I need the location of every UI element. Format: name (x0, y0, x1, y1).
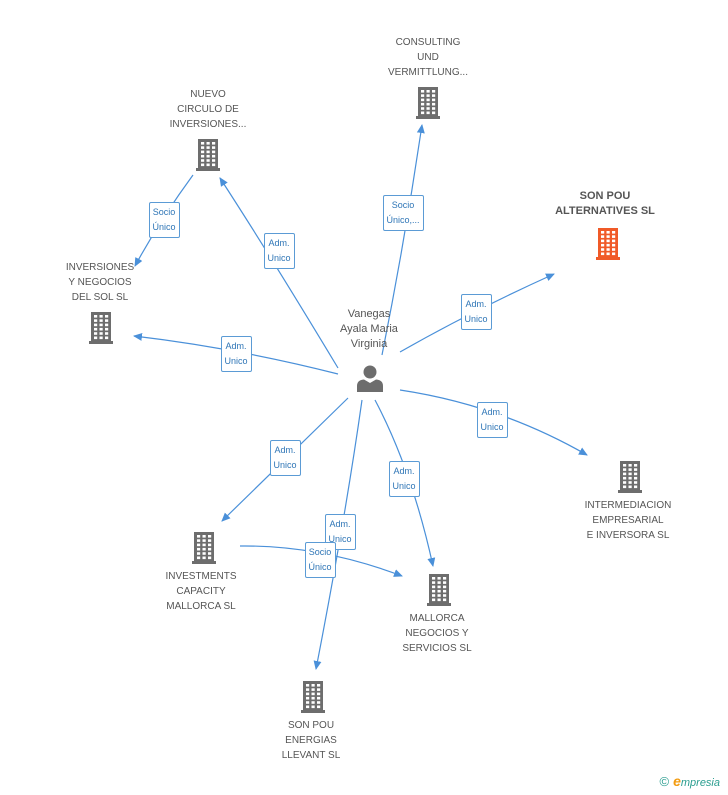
company-label-line: DEL SOL SL (71, 292, 129, 303)
edge-label-line: Adm. (274, 445, 296, 455)
edge-label-center-to-investments[interactable]: Adm. Unico (269, 440, 301, 476)
company-node-inversiones[interactable] (89, 312, 113, 349)
company-node-nuevo[interactable] (196, 139, 220, 176)
building-icon (596, 228, 620, 260)
company-label-line: SERVICIOS SL (402, 643, 472, 654)
person-name-line: Virginia (350, 338, 388, 350)
building-icon (89, 312, 113, 344)
person-name-line: Vanegas (347, 308, 391, 320)
company-label-line: E INVERSORA SL (586, 530, 670, 541)
company-label-nuevo[interactable]: NUEVO CIRCULO DE INVERSIONES... (143, 87, 273, 132)
company-label-line: CONSULTING (395, 37, 461, 48)
company-label-sonpou_alt[interactable]: SON POU ALTERNATIVES SL (540, 189, 670, 219)
edge-label-line: Unico (464, 314, 488, 324)
company-label-line: NEGOCIOS Y (405, 628, 469, 639)
company-label-inversiones[interactable]: INVERSIONES Y NEGOCIOS DEL SOL SL (35, 260, 165, 305)
edge-label-line: Adm. (329, 519, 351, 529)
company-label-sonpou_ene[interactable]: SON POU ENERGIAS LLEVANT SL (246, 718, 376, 763)
edge-label-center-to-inversiones[interactable]: Adm. Unico (220, 336, 252, 372)
company-label-consulting[interactable]: CONSULTING UND VERMITTLUNG... (363, 35, 493, 80)
edge-center-to-consulting (381, 124, 425, 356)
building-icon (618, 461, 642, 493)
company-label-line: EMPRESARIAL (592, 515, 664, 526)
person-icon (357, 365, 383, 392)
edge-label-center-to-nuevo[interactable]: Adm. Unico (263, 233, 295, 269)
company-label-line: NUEVO (190, 89, 226, 100)
company-label-line: MALLORCA SL (166, 601, 236, 612)
edge-label-line: Socio (152, 207, 176, 217)
company-label-line: ENERGIAS (285, 735, 337, 746)
building-icon (416, 87, 440, 119)
edge-label-center-to-sonpou_ene[interactable]: Adm. Unico (324, 514, 356, 550)
edge-label-line: Unico (273, 460, 297, 470)
company-label-line: CAPACITY (176, 586, 226, 597)
edge-label-line: Único,... (386, 215, 420, 225)
empresia-watermark: ©empresia (659, 773, 720, 789)
copyright-symbol: © (659, 774, 670, 789)
company-node-consulting[interactable] (416, 87, 440, 124)
company-label-line: INVERSIONES (65, 262, 135, 273)
company-label-line: ALTERNATIVES SL (555, 205, 655, 217)
company-node-intermediacion[interactable] (618, 461, 642, 498)
edge-label-line: Unico (480, 422, 504, 432)
company-node-investments[interactable] (192, 532, 216, 569)
company-label-intermediacion[interactable]: INTERMEDIACION EMPRESARIAL E INVERSORA SL (563, 498, 693, 543)
company-label-line: VERMITTLUNG... (387, 67, 468, 78)
building-icon (427, 574, 451, 606)
edge-label-line: Socio (308, 547, 332, 557)
company-label-line: INTERMEDIACION (584, 500, 672, 511)
edge-label-line: Adm. (393, 466, 415, 476)
company-label-line: SON POU (579, 190, 631, 202)
edge-label-center-to-intermediacion[interactable]: Adm. Unico (476, 402, 508, 438)
edge-label-line: Adm. (481, 407, 503, 417)
company-node-sonpou_alt[interactable] (596, 228, 620, 265)
brand-logo-initial: e (673, 773, 681, 789)
building-icon (192, 532, 216, 564)
edge-label-center-to-mallorca[interactable]: Adm. Unico (388, 461, 420, 497)
company-label-line: CIRCULO DE (177, 104, 239, 115)
edge-label-line: Unico (392, 481, 416, 491)
edge-label-line: Único (308, 562, 332, 572)
company-label-line: INVESTMENTS (165, 571, 237, 582)
company-label-investments[interactable]: INVESTMENTS CAPACITY MALLORCA SL (136, 569, 266, 614)
edge-label-line: Unico (328, 534, 352, 544)
company-label-line: INVERSIONES... (169, 119, 247, 130)
edge-label-line: Socio (391, 200, 415, 210)
company-label-mallorca[interactable]: MALLORCA NEGOCIOS Y SERVICIOS SL (372, 611, 502, 656)
company-label-line: UND (417, 52, 439, 63)
company-label-line: SON POU (287, 720, 335, 731)
edge-label-center-to-sonpou_alt[interactable]: Adm. Unico (460, 294, 492, 330)
edge-label-line: Unico (224, 356, 248, 366)
company-node-sonpou_ene[interactable] (301, 681, 325, 718)
edge-label-line: Único (152, 222, 176, 232)
company-label-line: MALLORCA (409, 613, 465, 624)
brand-logo-text: mpresia (680, 777, 720, 789)
company-node-mallorca[interactable] (427, 574, 451, 611)
company-label-line: Y NEGOCIOS (68, 277, 132, 288)
person-name-line: Ayala Maria (340, 323, 398, 335)
edge-label-line: Adm. (268, 238, 290, 248)
edge-label-line: Adm. (465, 299, 487, 309)
company-label-line: LLEVANT SL (281, 750, 341, 761)
edge-label-line: Unico (267, 253, 291, 263)
building-icon (301, 681, 325, 713)
edge-label-line: Adm. (225, 341, 247, 351)
building-icon (196, 139, 220, 171)
person-node[interactable] (356, 364, 384, 397)
